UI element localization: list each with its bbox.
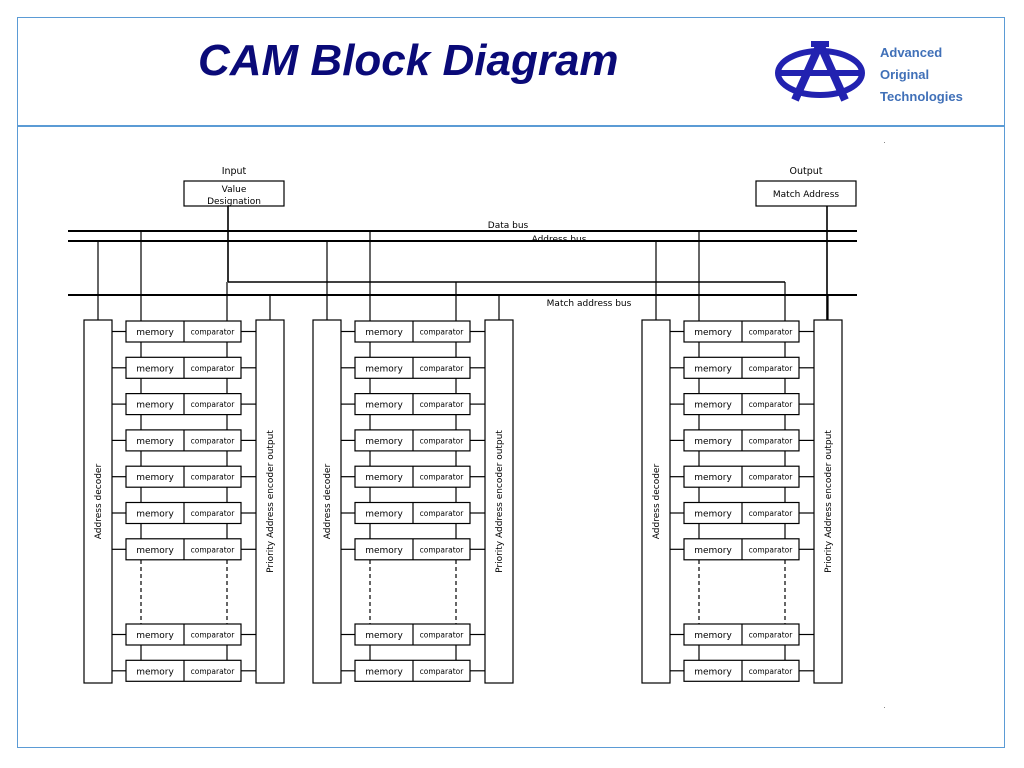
memory-cell-label: memory (365, 328, 403, 338)
comparator-cell-label: comparator (749, 328, 794, 337)
comparator-cell-label: comparator (749, 631, 794, 640)
priority-encoder-box (813, 319, 843, 684)
memory-cell-label: memory (136, 473, 174, 483)
priority-encoder-box (255, 319, 285, 684)
memory-cell-label: memory (694, 364, 732, 374)
comparator-cell-label: comparator (749, 667, 794, 676)
memory-cell-label: memory (136, 401, 174, 411)
comparator-cell-label: comparator (191, 545, 236, 554)
title-divider (17, 125, 1005, 127)
memory-cell-label: memory (694, 510, 732, 520)
comparator-cell-label: comparator (749, 400, 794, 409)
memory-cell-label: memory (694, 401, 732, 411)
output-match-address-text: Match Address (773, 190, 839, 200)
memory-cell-label: memory (136, 437, 174, 447)
memory-cell-label: memory (365, 401, 403, 411)
aot-logo-icon (775, 41, 865, 102)
address-decoder-label: Address decoder (94, 464, 104, 540)
comparator-cell-label: comparator (420, 400, 465, 409)
comparator-cell-label: comparator (420, 328, 465, 337)
memory-cell-label: memory (365, 473, 403, 483)
memory-cell-label: memory (694, 631, 732, 641)
memory-cell-label: memory (136, 328, 174, 338)
comparator-cell-label: comparator (191, 631, 236, 640)
memory-cell-label: memory (694, 667, 732, 677)
logo-line-original: Original (880, 67, 930, 82)
input-value-line2: Designation (207, 197, 261, 207)
slide-frame (17, 17, 1005, 748)
memory-cell-label: memory (365, 364, 403, 374)
match-address-bus-label: Match address bus (547, 299, 632, 309)
comparator-cell-label: comparator (420, 436, 465, 445)
comparator-cell-label: comparator (191, 364, 236, 373)
comparator-cell-label: comparator (191, 400, 236, 409)
comparator-cell-label: comparator (420, 509, 465, 518)
address-bus-label: Address bus (532, 235, 587, 245)
comparator-cell-label: comparator (749, 436, 794, 445)
address-decoder-label: Address decoder (323, 464, 333, 540)
memory-cell-label: memory (365, 437, 403, 447)
comparator-cell-label: comparator (420, 545, 465, 554)
memory-cell-label: memory (365, 510, 403, 520)
priority-encoder-label: Priority Address encoder output (266, 430, 276, 573)
comparator-cell-label: comparator (420, 631, 465, 640)
comparator-cell-label: comparator (749, 545, 794, 554)
memory-cell-label: memory (365, 667, 403, 677)
memory-cell-label: memory (365, 546, 403, 556)
comparator-cell-label: comparator (749, 364, 794, 373)
comparator-cell-label: comparator (420, 364, 465, 373)
address-decoder-box (83, 319, 113, 684)
address-decoder-box (312, 319, 342, 684)
data-bus-label: Data bus (488, 221, 529, 231)
memory-cell-label: memory (694, 473, 732, 483)
corner-mark (884, 142, 885, 143)
comparator-cell-label: comparator (191, 328, 236, 337)
memory-cell-label: memory (136, 364, 174, 374)
corner-mark (884, 707, 885, 708)
output-label: Output (790, 166, 823, 177)
memory-cell-label: memory (694, 437, 732, 447)
comparator-cell-label: comparator (191, 667, 236, 676)
address-decoder-box (641, 319, 671, 684)
priority-encoder-label: Priority Address encoder output (495, 430, 505, 573)
memory-cell-label: memory (136, 631, 174, 641)
memory-cell-label: memory (365, 631, 403, 641)
address-decoder-label: Address decoder (652, 464, 662, 540)
comparator-cell-label: comparator (749, 473, 794, 482)
logo-text: Advanced Original Technologies (880, 42, 963, 108)
comparator-cell-label: comparator (420, 667, 465, 676)
priority-encoder-label: Priority Address encoder output (824, 430, 834, 573)
memory-cell-label: memory (136, 667, 174, 677)
memory-cell-label: memory (136, 546, 174, 556)
comparator-cell-label: comparator (749, 509, 794, 518)
input-value-line1: Value (222, 185, 247, 195)
logo-line-technologies: Technologies (880, 89, 963, 104)
memory-cell-label: memory (136, 510, 174, 520)
comparator-cell-label: comparator (191, 436, 236, 445)
memory-cell-label: memory (694, 546, 732, 556)
comparator-cell-label: comparator (420, 473, 465, 482)
comparator-cell-label: comparator (191, 473, 236, 482)
output-match-address-box (755, 180, 857, 207)
input-value-box (183, 180, 285, 207)
comparator-cell-label: comparator (191, 509, 236, 518)
logo-line-advanced: Advanced (880, 45, 943, 60)
memory-cell-label: memory (694, 328, 732, 338)
input-label: Input (222, 166, 247, 177)
priority-encoder-box (484, 319, 514, 684)
slide-title: CAM Block Diagram (198, 36, 619, 85)
